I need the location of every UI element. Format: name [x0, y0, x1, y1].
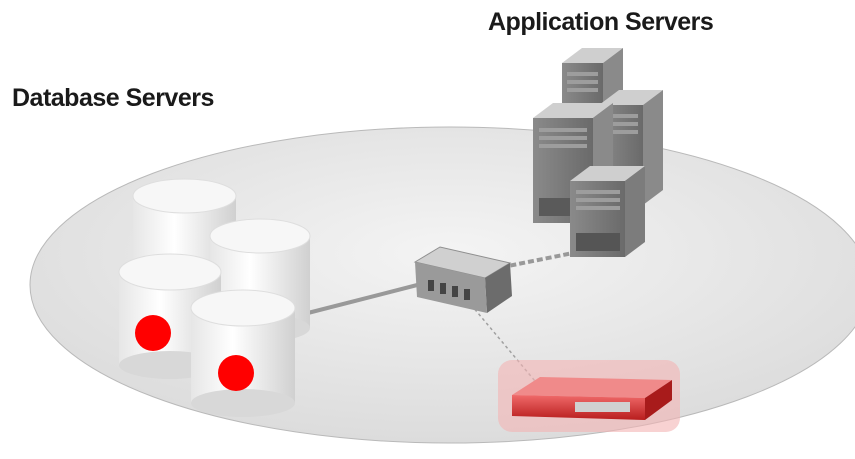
application-servers-label: Application Servers: [488, 8, 714, 36]
link-app-switch: [497, 250, 579, 270]
database-cylinder-icon: [190, 289, 296, 417]
status-dot-icon: [218, 355, 254, 391]
network-switch-icon: [413, 246, 512, 313]
tower-server-icon: [570, 166, 645, 257]
rack-appliance-icon: [498, 360, 680, 432]
connection-links: [299, 250, 579, 317]
database-servers-group: [118, 178, 311, 417]
database-servers-label: Database Servers: [12, 84, 214, 112]
link-switch-appliance: [466, 299, 541, 388]
link-db-switch: [299, 281, 426, 317]
status-dot-icon: [135, 315, 171, 351]
application-servers-group: [533, 48, 663, 257]
